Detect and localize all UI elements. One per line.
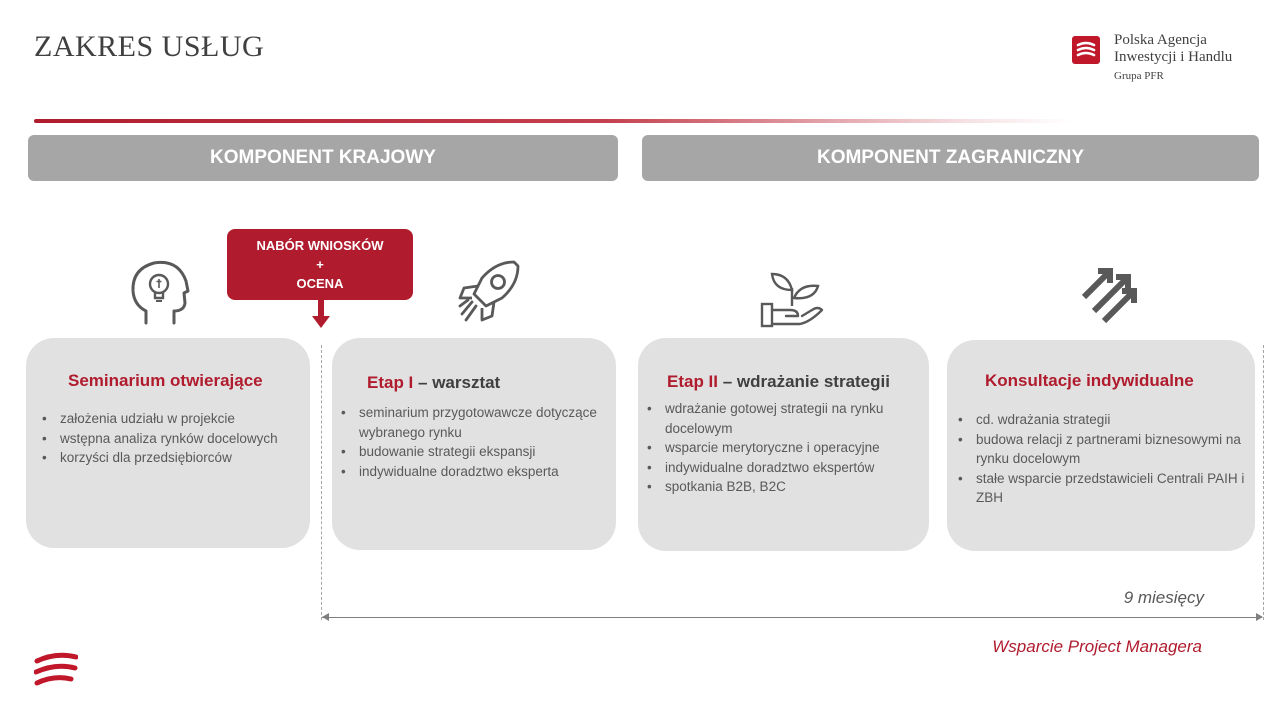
page-title: ZAKRES USŁUG [34, 30, 265, 63]
card-title: Konsultacje indywidualne [985, 371, 1194, 390]
hand-plant-icon [760, 272, 824, 328]
brand-stripes-icon [34, 652, 78, 686]
card-list: seminarium przygotowawcze dotyczące wybr… [341, 403, 603, 481]
list-item: budowa relacji z partnerami biznesowymi … [958, 430, 1246, 469]
card-list: założenia udziału w projekcie wstępna an… [42, 409, 304, 468]
list-item: cd. wdrażania strategii [958, 410, 1246, 430]
banner-domestic: KOMPONENT KRAJOWY [28, 135, 618, 181]
list-item: budowanie strategii ekspansji [341, 442, 603, 462]
card-individual-consultations: Konsultacje indywidualne cd. wdrażania s… [947, 340, 1255, 551]
card-stage-1: Etap I – warsztat seminarium przygotowaw… [332, 338, 616, 550]
arrows-growth-icon [1081, 268, 1137, 324]
logo-name: Polska Agencja Inwestycji i Handlu [1114, 32, 1233, 65]
arrow-down-icon [312, 300, 330, 328]
list-item: wstępna analiza rynków docelowych [42, 429, 304, 449]
list-item: korzyści dla przedsiębiorców [42, 448, 304, 468]
card-title: Seminarium otwierające [68, 371, 263, 390]
application-callout: NABÓR WNIOSKÓW + OCENA [227, 229, 413, 300]
timeline-arrow-left [322, 613, 329, 621]
timeline-line [322, 617, 1262, 618]
card-list: cd. wdrażania strategii budowa relacji z… [958, 410, 1246, 508]
paih-logo: Polska Agencja Inwestycji i Handlu Grupa… [1072, 32, 1272, 88]
card-title: Etap II – wdrażanie strategii [667, 372, 890, 391]
list-item: indywidualne doradztwo ekspertów [647, 458, 917, 478]
list-item: wsparcie merytoryczne i operacyjne [647, 438, 917, 458]
timeline-end-marker [1263, 345, 1264, 620]
card-list: wdrażanie gotowej strategii na rynku doc… [647, 399, 917, 497]
logo-subtitle: Grupa PFR [1114, 70, 1164, 82]
card-title: Etap I – warsztat [367, 373, 501, 392]
timeline-duration: 9 miesięcy [1123, 588, 1204, 607]
list-item: założenia udziału w projekcie [42, 409, 304, 429]
timeline-start-marker [321, 345, 322, 620]
list-item: spotkania B2B, B2C [647, 477, 917, 497]
timeline-arrow-right [1256, 613, 1263, 621]
list-item: indywidualne doradztwo eksperta [341, 462, 603, 482]
header-divider [34, 119, 1074, 123]
banner-foreign: KOMPONENT ZAGRANICZNY [642, 135, 1259, 181]
list-item: stałe wsparcie przedstawicieli Centrali … [958, 469, 1246, 508]
project-manager-note: Wsparcie Project Managera [992, 637, 1202, 656]
card-stage-2: Etap II – wdrażanie strategii wdrażanie … [638, 338, 929, 551]
list-item: seminarium przygotowawcze dotyczące wybr… [341, 403, 603, 442]
card-opening-seminar: Seminarium otwierające założenia udziału… [26, 338, 310, 548]
rocket-icon [458, 260, 520, 322]
head-lightbulb-icon [131, 260, 190, 325]
list-item: wdrażanie gotowej strategii na rynku doc… [647, 399, 917, 438]
paih-logo-icon [1072, 36, 1100, 64]
